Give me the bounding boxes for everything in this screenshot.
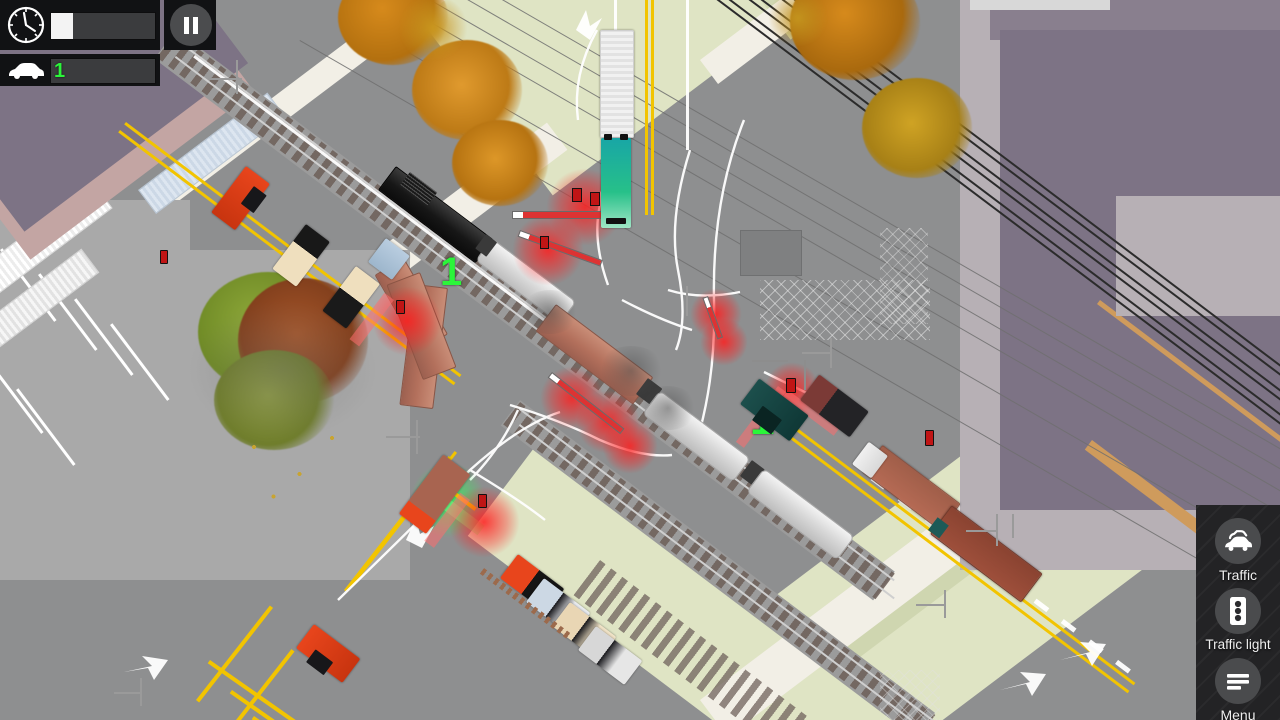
building-far-top	[970, 0, 1110, 10]
traffic-light-pole	[804, 360, 806, 390]
traffic-light-lamp-red[interactable]	[478, 494, 487, 508]
time-progress-bar[interactable]	[50, 12, 156, 40]
tree-orange	[452, 120, 548, 206]
pause-bar-right	[193, 16, 198, 34]
signal-post	[114, 692, 142, 694]
menu-item-menu[interactable]: Menu	[1196, 658, 1280, 720]
leaf-litter	[228, 420, 358, 510]
crossing-signal-glow	[700, 318, 748, 366]
signal-post	[686, 286, 688, 316]
time-progress-fill	[51, 13, 73, 39]
crossing-lamp-red	[540, 236, 549, 249]
menu-panel[interactable]: Traffic Traffic light Men	[1196, 505, 1280, 720]
signal-post	[386, 436, 420, 438]
menu-item-traffic-light[interactable]: Traffic light	[1196, 588, 1280, 652]
centre-line-yellow-vert	[645, 0, 648, 215]
traffic-light-lamp-red[interactable]	[396, 300, 405, 314]
menu-item-traffic[interactable]: Traffic	[1196, 518, 1280, 583]
menu-item-label: Menu	[1220, 707, 1256, 720]
signal-post	[916, 604, 944, 606]
route-marker-1: 1	[440, 250, 463, 294]
pylon-lattice	[880, 670, 940, 720]
smoke-puff	[520, 290, 580, 334]
lane-edge-line	[686, 0, 689, 150]
pause-button[interactable]	[170, 4, 212, 46]
signal-post	[966, 530, 998, 532]
signal-post	[1012, 514, 1014, 538]
centre-line-yellow-vert	[651, 0, 654, 215]
pylon-lattice	[880, 228, 928, 324]
menu-item-label: Traffic light	[1205, 637, 1271, 652]
vehicle-trailer-white[interactable]	[600, 30, 634, 138]
tree-gold	[862, 78, 972, 178]
signal-post	[944, 590, 946, 618]
traffic-light-lamp-red[interactable]	[925, 430, 934, 446]
traffic-light-pole	[752, 360, 788, 362]
car-icon	[9, 63, 44, 79]
vehicle-progress-bar[interactable]: 1	[50, 58, 156, 84]
traffic-light-lamp-red[interactable]	[160, 250, 168, 264]
traffic-light-icon[interactable]	[1215, 588, 1261, 634]
trackside-hut	[740, 230, 802, 276]
tree-gold	[768, 0, 828, 46]
vehicle-mirror	[620, 134, 628, 140]
signal-post	[802, 352, 832, 354]
menu-item-label: Traffic	[1218, 567, 1258, 583]
traffic-light-lamp-red[interactable]	[786, 378, 796, 393]
crossing-lamp-red	[572, 188, 582, 202]
pause-bar-left	[184, 16, 189, 34]
smoke-puff	[638, 386, 698, 430]
signal-post	[236, 60, 238, 94]
clock-icon	[7, 6, 45, 44]
crossing-lamp-red	[590, 192, 600, 206]
vehicle-windshield	[606, 218, 626, 224]
vehicle-mirror	[604, 134, 612, 140]
signal-post	[208, 78, 242, 80]
traffic-cars-icon[interactable]	[1215, 518, 1261, 564]
tree-gold	[398, 0, 468, 60]
vehicle-semi-teal[interactable]	[601, 138, 631, 228]
pylon-lattice	[760, 280, 930, 340]
hamburger-icon[interactable]	[1215, 658, 1261, 704]
vehicle-progress-marker: 1	[54, 60, 66, 82]
